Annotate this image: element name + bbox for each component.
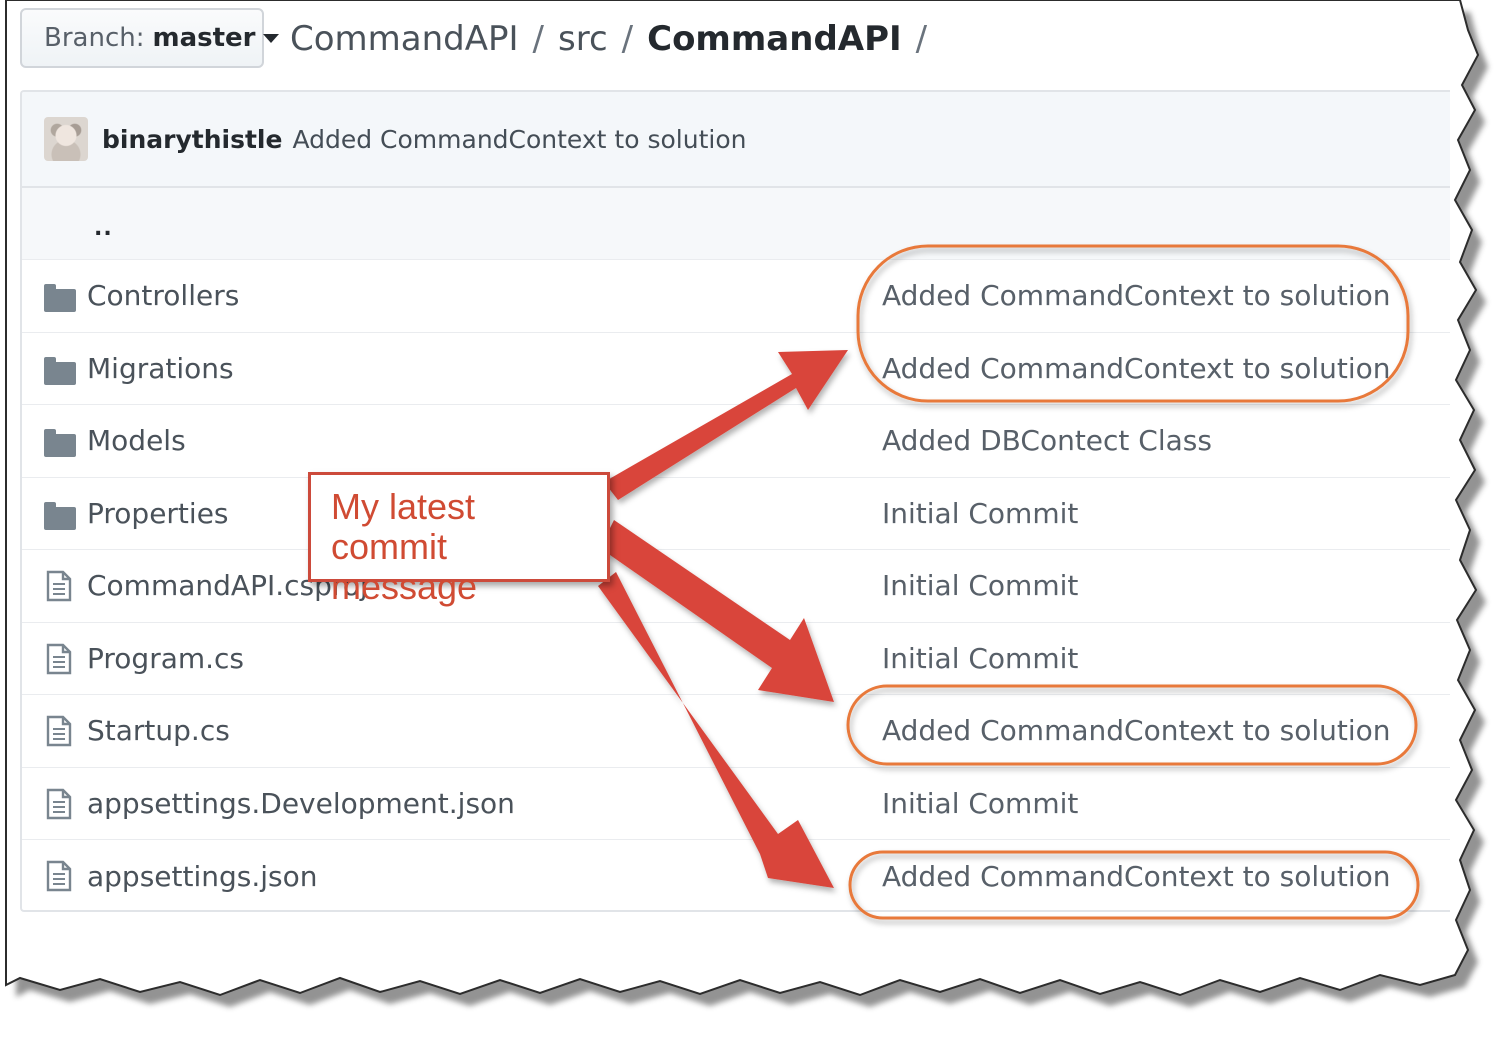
file-commit-message-link[interactable]: Added CommandContext to solution [882,714,1391,748]
folder-icon [44,284,76,312]
file-commit-message-link[interactable]: Added CommandContext to solution [882,859,1391,893]
file-name-link[interactable]: Models [87,424,186,458]
annotation-callout: My latest commit message [308,472,610,607]
file-row[interactable]: Migrations Added CommandContext to soluti… [22,333,1450,405]
file-commit-message-link[interactable]: Added DBContect Class [882,424,1212,458]
breadcrumb-src-link[interactable]: src [558,19,608,59]
file-icon [46,860,72,892]
branch-name: master [152,23,256,53]
file-icon [46,715,72,747]
file-row[interactable]: Models Added DBContect Class [22,405,1450,478]
file-name-link[interactable]: Properties [87,496,229,530]
file-icon [46,788,72,820]
breadcrumb: CommandAPI / src / CommandAPI / [290,14,941,64]
file-name-link[interactable]: Controllers [87,279,240,313]
file-commit-message-link[interactable]: Added CommandContext to solution [882,279,1391,313]
file-icon [46,570,72,602]
file-commit-message-link[interactable]: Initial Commit [882,641,1079,675]
file-name-link[interactable]: Migrations [87,351,234,385]
file-name-link[interactable]: appsettings.Development.json [87,786,515,820]
file-name-link[interactable]: Startup.cs [87,714,230,748]
file-row[interactable]: Startup.cs Added CommandContext to soluti… [22,695,1450,768]
latest-commit-message[interactable]: Added CommandContext to solution [292,124,747,154]
file-commit-message-link[interactable]: Added CommandContext to solution [882,351,1391,385]
file-name-link[interactable]: appsettings.json [87,859,318,893]
file-row[interactable]: appsettings.json Added CommandContext to … [22,840,1450,910]
folder-icon [44,501,76,530]
file-row[interactable]: Properties Initial Commit [22,478,1450,550]
breadcrumb-separator: / [532,19,545,59]
folder-icon [44,356,76,385]
breadcrumb-separator: / [621,19,634,59]
breadcrumb-repo-link[interactable]: CommandAPI [290,19,519,59]
breadcrumb-current-folder: CommandAPI [647,19,902,59]
file-row[interactable]: appsettings.Development.json Initial Comm… [22,768,1450,840]
caret-down-icon [263,33,280,43]
callout-line-2: message [331,566,478,607]
avatar[interactable] [44,117,88,161]
callout-line-1: My latest commit [331,486,476,567]
parent-directory-row[interactable]: .. [22,188,1450,260]
file-commit-message-link[interactable]: Initial Commit [882,569,1079,603]
file-commit-message-link[interactable]: Initial Commit [882,496,1079,530]
commit-author[interactable]: binarythistle [102,124,283,154]
file-row[interactable]: Controllers Added CommandContext to solut… [22,260,1450,333]
file-name-link[interactable]: Program.cs [87,641,245,675]
file-table: binarythistle Added CommandContext to so… [20,90,1450,912]
breadcrumb-separator: / [915,19,928,59]
parent-directory-link[interactable]: .. [94,216,113,241]
latest-commit-bar: binarythistle Added CommandContext to so… [22,92,1450,188]
file-commit-message-link[interactable]: Initial Commit [882,786,1079,820]
file-row[interactable]: Program.cs Initial Commit [22,623,1450,695]
folder-icon [44,429,76,457]
branch-label: Branch: [44,23,145,53]
branch-selector-button[interactable]: Branch: master [20,8,280,68]
file-icon [46,643,72,675]
